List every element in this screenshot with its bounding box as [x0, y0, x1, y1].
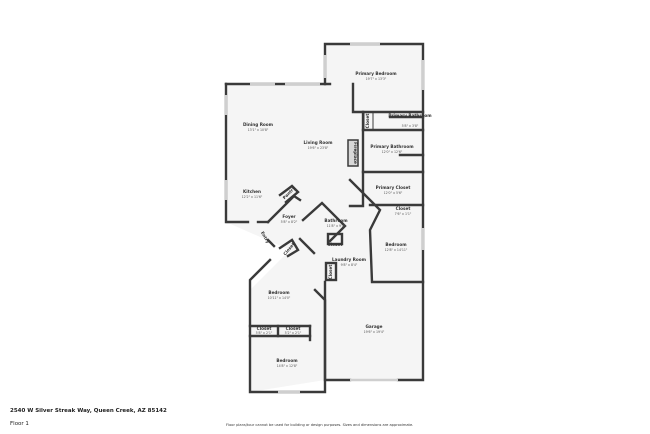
room-name: Primary Bedroom [355, 71, 397, 76]
room-dims: 19'6" x 23'8" [308, 146, 329, 150]
disclaimer: Floor plans/tour cannot be used for buil… [226, 423, 414, 427]
fireplace-label: Fireplace [353, 142, 358, 164]
room-name: Bedroom [385, 242, 407, 247]
room-dims: 5'8" x 8'2" [281, 220, 298, 224]
room-dims: 9'8" x 8'4" [341, 263, 358, 267]
entry-label: Entry [260, 231, 271, 245]
floor-label: Floor 1 [10, 421, 29, 427]
room-dims: 12'0" x 5'6" [384, 191, 403, 195]
room-dims: 5'8" x 3'8" [402, 124, 419, 128]
room-dims: 12'2" x 11'6" [242, 195, 263, 199]
closet-label: Closet [365, 114, 370, 129]
room-name: Closet [396, 206, 411, 211]
room-dims: 11'8" x 9'4" [327, 224, 346, 228]
property-address: 2540 W Silver Streak Way, Queen Creek, A… [10, 408, 167, 414]
room-name: Closet [257, 326, 272, 331]
room-dims: 14'8" x 12'8" [277, 364, 298, 368]
room-name: Dining Room [243, 122, 274, 127]
room-name: Bedroom [276, 358, 298, 363]
room-name: Laundry Room [332, 257, 367, 262]
closet-label: Closet [328, 242, 343, 247]
room-dims: 19'7" x 13'3" [366, 77, 387, 81]
room-dims: 7'6" x 1'1" [395, 212, 412, 216]
room-dims: 12'8" x 14'11" [385, 248, 408, 252]
closet-label: Closet [328, 265, 333, 280]
windows [224, 42, 425, 394]
room-name: Garage [366, 324, 383, 329]
floor-fill [226, 44, 423, 392]
room-labels: Primary Bedroom 19'7" x 13'3" Dining Roo… [242, 71, 433, 368]
room-dims: 5'2" x 2'1" [285, 331, 302, 335]
room-name: Closet [286, 326, 301, 331]
room-name: Living Room [303, 140, 333, 145]
room-name: Bathroom [324, 218, 348, 223]
room-name: Primary Bathroom [388, 113, 432, 118]
room-dims: 10'11" x 14'0" [268, 296, 291, 300]
room-name: Kitchen [243, 189, 261, 194]
room-dims: 13'1" x 10'8" [248, 128, 269, 132]
room-name: Bedroom [268, 290, 290, 295]
room-dims: 5'8" x 2'1" [256, 331, 273, 335]
room-dims: 12'0" x 12'6" [382, 150, 403, 154]
room-name: Primary Closet [376, 185, 411, 190]
room-name: Foyer [282, 214, 296, 219]
room-dims: 19'6" x 19'4" [364, 330, 385, 334]
room-name: Primary Bathroom [370, 144, 414, 149]
